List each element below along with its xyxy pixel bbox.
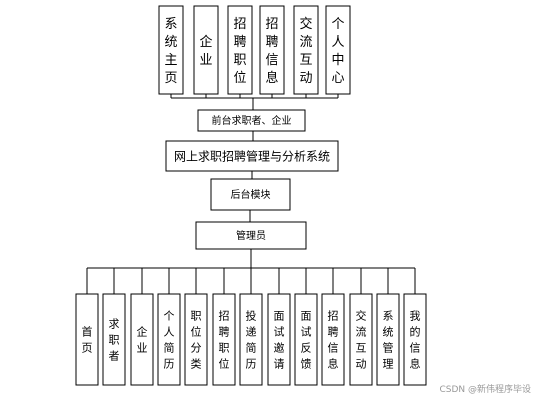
bottom-module-label: 职位分类: [191, 310, 202, 371]
system-title: 网上求职招聘管理与分析系统: [174, 148, 330, 163]
top-module-label: 交流互动: [299, 16, 312, 86]
top-module-label: 企业: [199, 34, 212, 68]
bottom-module-label: 招聘信息: [328, 309, 339, 371]
top-module-box: [325, 5, 351, 95]
bottom-module-label: 首页: [82, 325, 93, 355]
admin-label: 管理员: [236, 229, 266, 242]
backend-box: [210, 178, 291, 211]
bottom-module-box: [294, 293, 318, 386]
backend-label: 后台模块: [231, 188, 271, 201]
front-label-box: [197, 109, 306, 132]
bottom-module-box: [267, 293, 291, 386]
bottom-module-label: 系统管理: [383, 310, 394, 371]
top-module-box: [193, 5, 219, 95]
bottom-module-label: 招聘职位: [219, 309, 230, 371]
bottom-module-label: 交流互动: [356, 309, 367, 371]
bottom-module-box: [102, 293, 126, 386]
admin-box: [195, 221, 307, 250]
top-module-label: 系统主页: [164, 17, 177, 86]
top-module-box: [259, 5, 285, 95]
top-module-box: [227, 5, 253, 95]
bottom-module-label: 企业: [137, 325, 148, 355]
top-module-label: 招聘职位: [233, 17, 246, 86]
csdn-watermark: CSDN @新伟程序毕设: [439, 385, 531, 395]
bottom-module-label: 个人简历: [164, 310, 175, 371]
top-module-box: [293, 5, 319, 95]
bottom-module-label: 求职者: [109, 318, 120, 363]
top-module-label: 个人中心: [331, 17, 344, 86]
bottom-module-box: [75, 293, 99, 386]
bottom-module-box: [212, 293, 236, 386]
bottom-module-box: [239, 293, 263, 386]
bottom-module-box: [376, 293, 400, 386]
bottom-module-label: 我的信息: [410, 310, 421, 371]
bottom-module-box: [403, 293, 427, 386]
front-label: 前台求职者、企业: [212, 114, 292, 127]
bottom-module-label: 投递简历: [246, 309, 257, 371]
bottom-module-box: [321, 293, 345, 386]
top-module-box: [158, 5, 184, 95]
bottom-module-box: [130, 293, 154, 386]
bottom-module-label: 面试反馈: [301, 310, 312, 371]
bottom-module-box: [184, 293, 208, 386]
bottom-module-box: [349, 293, 373, 386]
bottom-module-label: 面试邀请: [274, 310, 285, 371]
bottom-module-box: [157, 293, 181, 386]
top-module-label: 招聘信息: [265, 17, 278, 86]
